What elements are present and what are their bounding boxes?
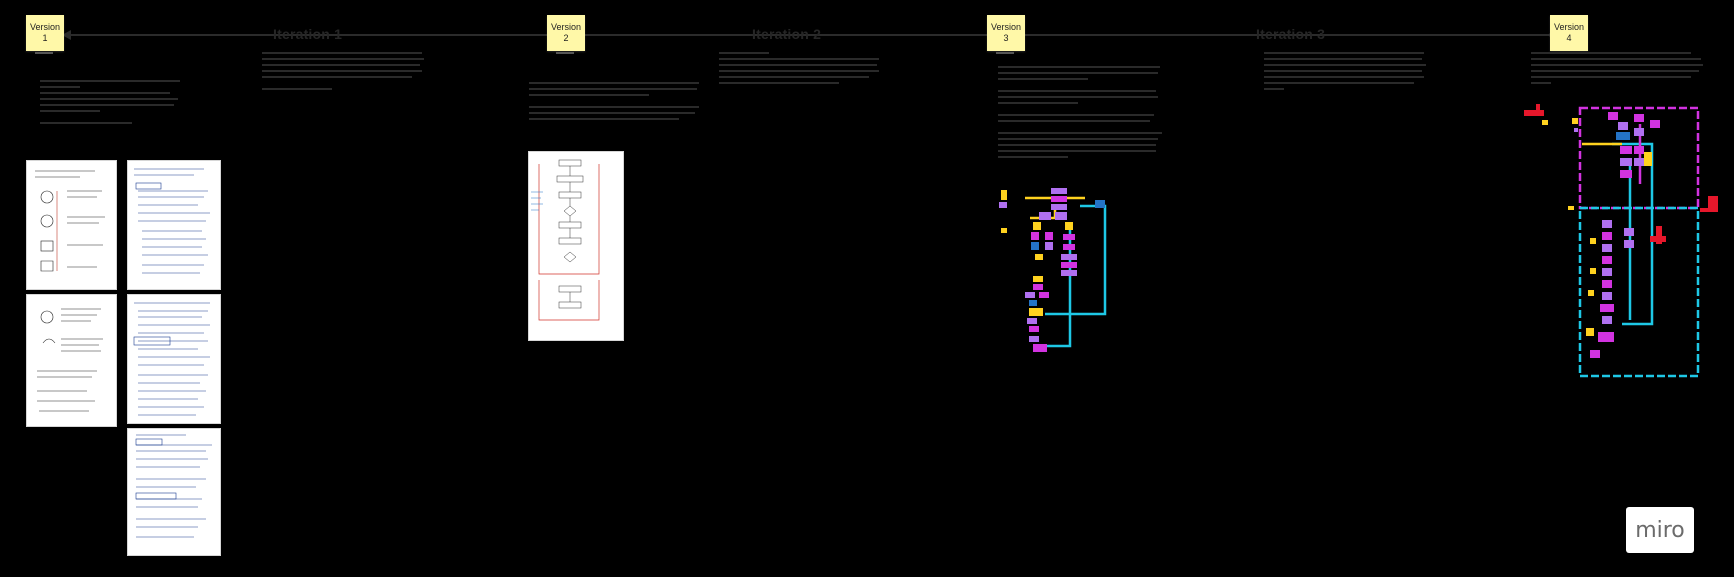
miro-logo: miro	[1626, 507, 1694, 553]
version-number: 1	[42, 33, 47, 44]
iteration-3-notes	[1264, 52, 1434, 117]
version-4-diagram[interactable]	[1520, 100, 1720, 390]
version-3-notes	[998, 66, 1168, 181]
iteration-1-title[interactable]: Iteration 1	[273, 26, 342, 42]
version-2-notes	[529, 82, 709, 127]
version-4-notes	[1531, 52, 1711, 102]
iteration-2-notes	[719, 52, 889, 102]
version-2-sticky[interactable]: Version 2	[547, 15, 585, 51]
version-3-sticky[interactable]: Version 3	[987, 15, 1025, 51]
version-label: Version	[30, 22, 60, 33]
sketch-note-5[interactable]	[127, 428, 221, 556]
version-number: 3	[1003, 33, 1008, 44]
version-1-notes	[40, 80, 190, 155]
version-label: Version	[991, 22, 1021, 33]
version-1-sticky[interactable]: Version 1	[26, 15, 64, 51]
version-number: 4	[1566, 33, 1571, 44]
iteration-2-title[interactable]: Iteration 2	[752, 26, 821, 42]
iteration-1-notes	[262, 52, 432, 102]
iteration-3-title[interactable]: Iteration 3	[1256, 26, 1325, 42]
sketch-note-2[interactable]	[127, 160, 221, 290]
sketch-note-3[interactable]	[26, 294, 117, 427]
sticky-caption	[35, 52, 53, 54]
version-3-diagram[interactable]	[995, 186, 1145, 371]
sketch-note-1[interactable]	[26, 160, 117, 290]
version-2-flow-sketch[interactable]	[528, 151, 624, 341]
version-label: Version	[1554, 22, 1584, 33]
version-label: Version	[551, 22, 581, 33]
sketch-note-4[interactable]	[127, 294, 221, 424]
version-4-sticky[interactable]: Version 4	[1550, 15, 1588, 51]
version-number: 2	[563, 33, 568, 44]
sticky-caption	[996, 52, 1014, 54]
sticky-caption	[556, 52, 574, 54]
